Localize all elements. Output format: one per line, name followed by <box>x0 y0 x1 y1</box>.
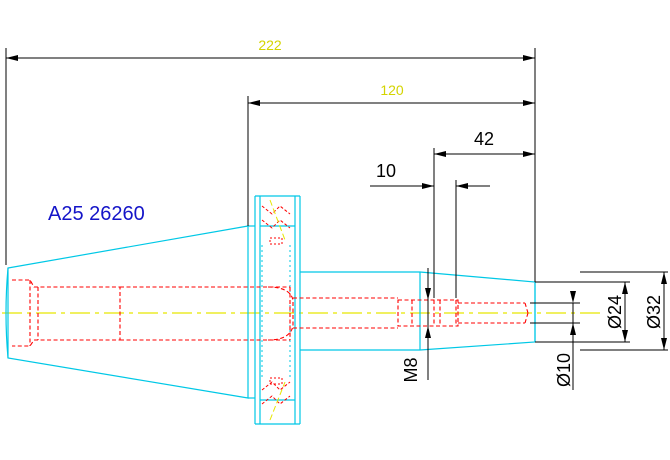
dim-nose-small-diameter: Ø24 <box>605 295 625 329</box>
dim-overall-length: 222 <box>258 37 282 53</box>
dimension-arrows <box>6 55 667 350</box>
dim-nose-large-diameter: Ø32 <box>644 295 664 329</box>
dim-body-length: 120 <box>380 82 404 98</box>
dim-nose-length: 42 <box>474 129 494 149</box>
dimension-lines <box>5 48 668 390</box>
dim-thread: M8 <box>401 357 421 382</box>
hidden-lines <box>12 279 529 347</box>
part-label: A25 26260 <box>48 203 145 225</box>
flange-slot-details <box>261 199 291 421</box>
dim-thread-depth: 10 <box>376 161 396 181</box>
tool-outline <box>5 195 536 425</box>
dim-bore-diameter: Ø10 <box>554 353 574 387</box>
